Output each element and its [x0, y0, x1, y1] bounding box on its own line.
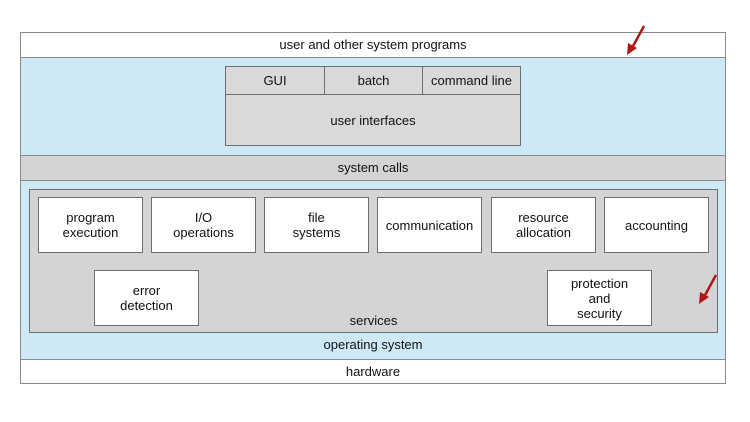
- service-accounting: accounting: [604, 197, 709, 253]
- operating-system-label: operating system: [323, 337, 423, 352]
- service-protection-and-security: protection and security: [547, 270, 652, 326]
- arrow-icon: [699, 274, 718, 304]
- system-calls-layer: system calls: [20, 155, 726, 181]
- user-programs-label: user and other system programs: [279, 37, 467, 52]
- service-program-execution: program execution: [38, 197, 143, 253]
- service-io-operations: I/O operations: [151, 197, 256, 253]
- services-label: services: [349, 313, 398, 328]
- ui-batch-cell: batch: [325, 67, 423, 95]
- hardware-layer: hardware: [20, 359, 726, 384]
- user-interfaces-label: user interfaces: [330, 113, 416, 128]
- system-calls-label: system calls: [337, 160, 409, 175]
- arrow-icon: [627, 25, 646, 55]
- ui-command-line-cell: command line: [423, 67, 520, 95]
- service-file-systems: file systems: [264, 197, 369, 253]
- service-error-detection: error detection: [94, 270, 199, 326]
- ui-gui-cell: GUI: [226, 67, 325, 95]
- service-resource-allocation: resource allocation: [491, 197, 596, 253]
- user-interfaces-box: GUI batch command line user interfaces: [225, 66, 521, 146]
- service-communication: communication: [377, 197, 482, 253]
- hardware-label: hardware: [345, 364, 401, 379]
- user-programs-layer: user and other system programs: [20, 32, 726, 58]
